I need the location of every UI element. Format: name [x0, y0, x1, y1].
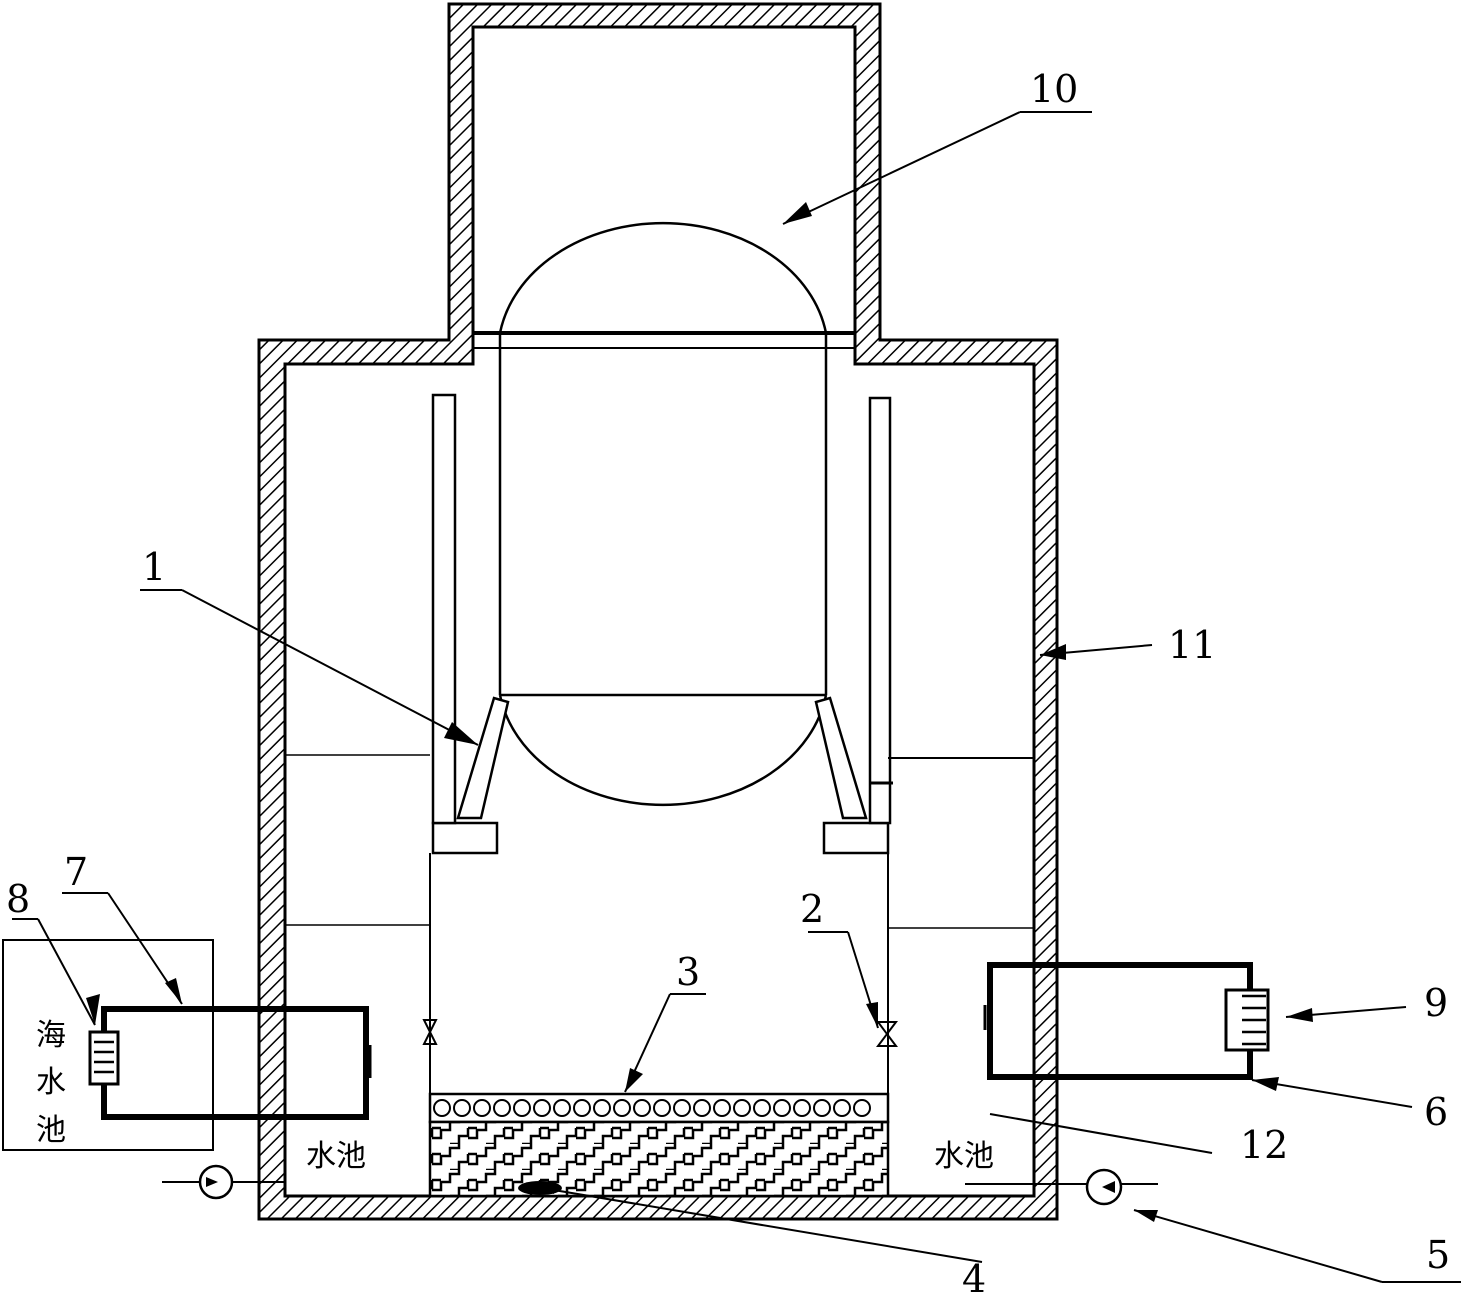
ball [593, 1099, 611, 1117]
callout-8: 8 [6, 877, 30, 921]
ball [633, 1099, 651, 1117]
ball [813, 1099, 831, 1117]
callout-1: 1 [142, 545, 166, 589]
ball [553, 1099, 571, 1117]
ball [573, 1099, 591, 1117]
hx-left-coil [88, 1030, 120, 1086]
heat-exchanger-right [987, 962, 1253, 1080]
seawater-char-1: 海 [36, 1018, 66, 1053]
pump-left-arrow [206, 1177, 218, 1187]
ball [853, 1099, 871, 1117]
ball [793, 1099, 811, 1117]
ball-row [433, 1099, 871, 1117]
seawater-pool [2, 939, 214, 1151]
callout-9: 9 [1424, 981, 1448, 1025]
valve-left [422, 1019, 438, 1045]
ball [673, 1099, 691, 1117]
leader-lines [12, 111, 1461, 1283]
ball [433, 1099, 451, 1117]
vessel-support-right [814, 396, 892, 855]
valve-right [876, 1021, 898, 1047]
ball [693, 1099, 711, 1117]
callout-10: 10 [1030, 67, 1078, 111]
layered-bed [428, 1120, 890, 1198]
ball [473, 1099, 491, 1117]
ball [493, 1099, 511, 1117]
callout-6: 6 [1424, 1090, 1448, 1134]
callout-11: 11 [1168, 623, 1216, 667]
callout-4: 4 [962, 1257, 986, 1294]
leader-arrowheads [86, 202, 1313, 1222]
ball [533, 1099, 551, 1117]
seawater-char-3: 池 [36, 1113, 66, 1148]
callout-12: 12 [1240, 1123, 1288, 1167]
pool-label-left: 水池 [306, 1139, 366, 1174]
pump-right-arrow [1102, 1181, 1115, 1193]
vessel-support-left [431, 393, 510, 855]
heat-exchanger-left [101, 1006, 369, 1120]
ball [613, 1099, 631, 1117]
reactor-vessel [498, 221, 828, 807]
ball [713, 1099, 731, 1117]
ball [513, 1099, 531, 1117]
callout-5: 5 [1426, 1233, 1450, 1277]
ball [653, 1099, 671, 1117]
ball [773, 1099, 791, 1117]
hx-left-coil-lines [94, 1040, 114, 1074]
ball [833, 1099, 851, 1117]
callout-7: 7 [64, 850, 88, 894]
hx-right-coil-lines [1242, 994, 1266, 1046]
containment-wall [257, 2, 1059, 1221]
callout-2: 2 [800, 887, 824, 931]
callout-3: 3 [676, 950, 700, 994]
pool-label-right: 水池 [934, 1139, 994, 1174]
ball [753, 1099, 771, 1117]
ball [453, 1099, 471, 1117]
seawater-char-2: 水 [36, 1065, 66, 1100]
ball [733, 1099, 751, 1117]
